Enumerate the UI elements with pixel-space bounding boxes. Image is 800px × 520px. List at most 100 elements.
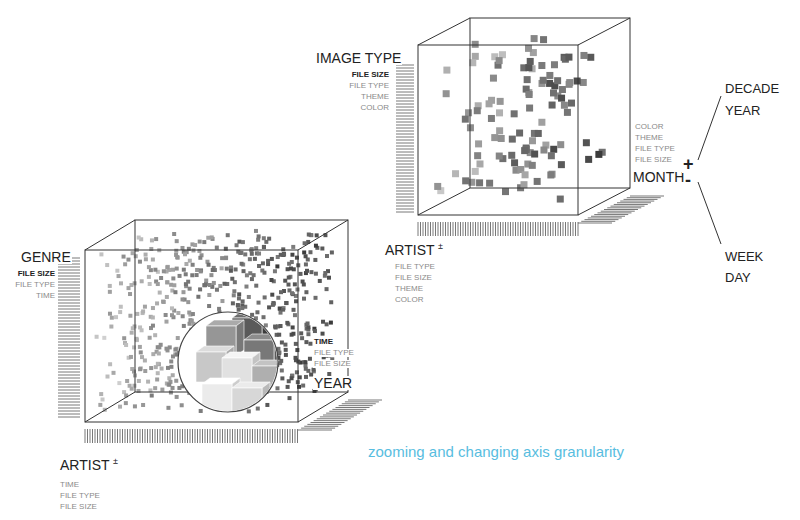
data-point [166,265,170,269]
data-point [174,249,178,253]
data-point [498,135,505,142]
data-point [191,263,195,267]
axis-tick [578,223,612,224]
data-point [285,321,289,325]
axis-tick [307,424,341,425]
data-point [117,274,121,278]
data-point [304,375,308,379]
data-point [119,305,123,309]
axis-tick [396,125,414,126]
data-point [321,320,325,324]
data-point [196,295,200,299]
data-point [295,287,299,291]
axis-tick [488,222,489,236]
axis-option: TIME [59,481,80,489]
axis-tick [58,363,80,364]
data-point [580,79,587,86]
data-point [209,273,213,277]
data-point [243,252,247,256]
axis-tick [329,411,363,412]
cube-back-face [470,18,630,188]
data-point [109,325,113,329]
data-point [220,256,224,260]
axis-tick [493,222,494,236]
data-point [284,301,288,305]
data-point [202,283,206,287]
granularity-branch [698,96,721,244]
data-point [232,289,236,293]
data-point [237,292,241,296]
axis-tick [585,219,619,220]
axis-tick [285,429,286,443]
zoom-sign: ± [112,457,119,466]
axis-tick [530,222,531,236]
data-point [171,354,175,358]
axis-tick [601,211,635,212]
data-point [309,270,313,274]
axis-option: THEME [360,93,390,101]
axis-tick [177,429,178,443]
axis-tick [207,429,208,443]
axis-title: YEAR [313,376,353,390]
data-point [199,409,203,413]
data-point [306,321,310,325]
axis-tick [396,149,414,150]
data-point [540,147,547,154]
data-point [275,264,279,268]
data-point [254,229,258,233]
data-point [195,268,199,272]
data-point [250,252,254,256]
data-point [250,277,254,281]
axis-tick [465,222,466,236]
data-point [301,384,305,388]
axis-tick [195,429,196,443]
data-point [472,168,479,175]
data-point [184,262,188,266]
data-point [118,405,122,409]
data-point [157,345,161,349]
axis-tick [58,390,80,391]
axis-tick [627,197,661,198]
data-point [531,151,538,158]
axis-tick [110,429,111,443]
axis-tick [237,429,238,443]
data-point [330,250,334,254]
axis-tick [58,309,80,310]
data-point [252,273,256,277]
axis-tick [573,222,574,236]
data-point [294,342,298,346]
axis-tick [92,429,93,443]
axis-tick [396,206,414,207]
axis-tick [560,222,561,236]
data-point [516,130,523,137]
data-point [95,335,99,339]
data-point [180,403,184,407]
data-point [155,301,159,305]
data-point [139,350,143,354]
data-point [257,301,261,305]
data-point [132,384,136,388]
axis-tick [58,357,80,358]
data-point [568,100,575,107]
data-point [198,256,202,260]
axis-tick [443,222,444,236]
data-point [304,290,308,294]
data-point [217,307,221,311]
data-point [302,297,306,301]
data-point [476,160,483,167]
data-point [181,290,185,294]
axis-tick [192,429,193,443]
data-point [175,395,179,399]
data-point [237,240,241,244]
data-point [291,245,295,249]
data-point [150,394,154,398]
data-point [182,324,186,328]
data-point [329,300,333,304]
axis-tick [105,429,106,443]
data-point [312,368,316,372]
axis-tick [257,429,258,443]
axis-tick [58,351,80,352]
axis-tick [396,158,414,159]
data-point [108,284,112,288]
data-point [558,95,565,102]
